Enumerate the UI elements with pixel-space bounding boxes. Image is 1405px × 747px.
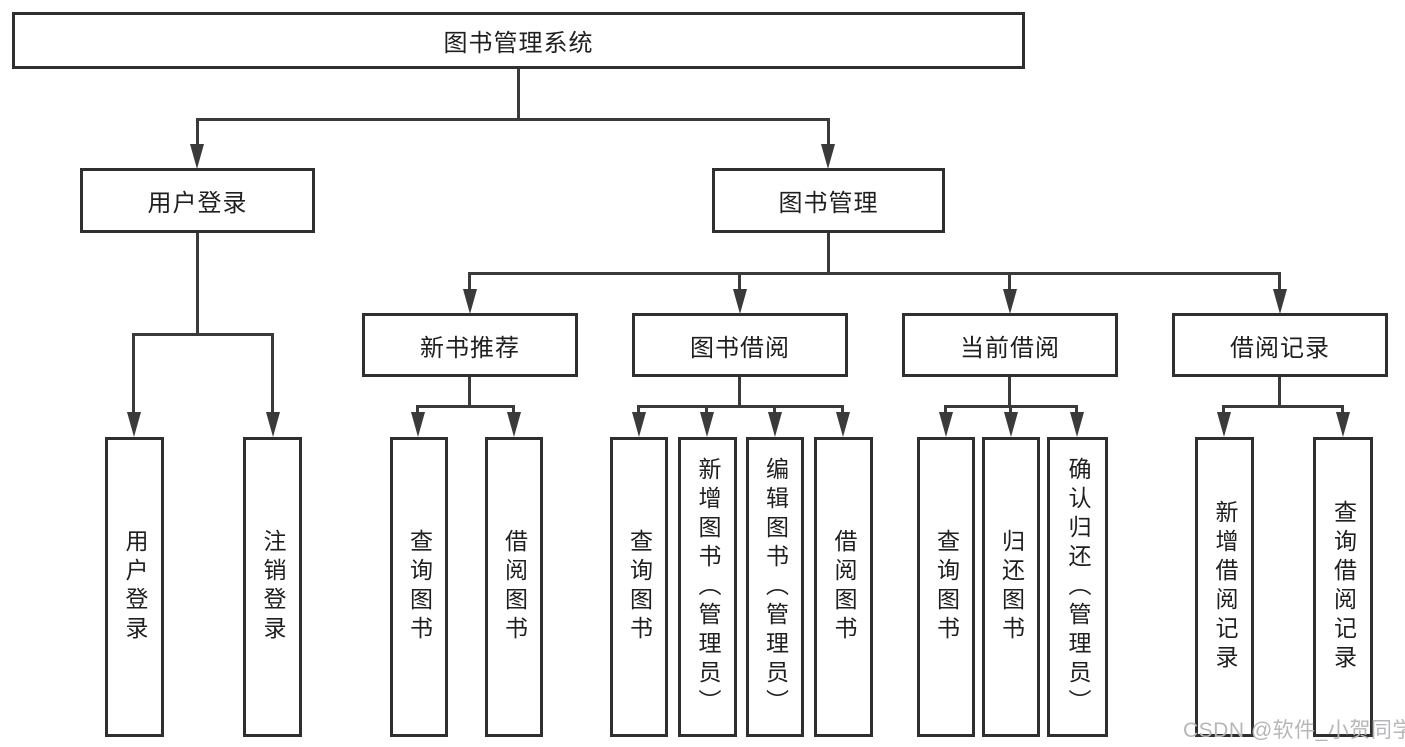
- node-cb-query-books-label: 查询图书: [933, 529, 960, 645]
- node-bb-query-books: 查询图书: [610, 437, 668, 737]
- connector-line: [1008, 377, 1011, 408]
- node-borrowing-records: 借阅记录: [1172, 313, 1388, 377]
- node-book-mgmt-label: 图书管理: [778, 190, 879, 217]
- connector-line: [132, 333, 135, 413]
- connector-line: [841, 405, 844, 414]
- node-new-books-label: 新书推荐: [420, 334, 520, 362]
- arrowhead-down-icon: [411, 412, 425, 437]
- arrowhead-down-icon: [700, 412, 714, 437]
- connector-line: [638, 405, 844, 408]
- node-user-login-label: 用户登录: [147, 190, 248, 217]
- arrowhead-down-icon: [632, 412, 646, 437]
- node-logout-label: 注销登录: [260, 529, 286, 645]
- connector-line: [827, 233, 830, 274]
- connector-line: [738, 377, 741, 408]
- arrowhead-down-icon: [1273, 289, 1287, 314]
- node-bb-edit-books: 编辑图书（管理员）: [746, 437, 804, 737]
- connector-line: [517, 69, 520, 118]
- node-br-add-record-label: 新增借阅记录: [1212, 500, 1238, 674]
- node-bb-edit-books-label: 编辑图书（管理员）: [762, 456, 789, 718]
- node-login-label: 用户登录: [122, 529, 148, 645]
- connector-line: [469, 272, 1281, 275]
- connector-line: [637, 405, 640, 414]
- arrowhead-down-icon: [1336, 412, 1350, 437]
- arrowhead-down-icon: [1004, 412, 1018, 437]
- connector-line: [1341, 405, 1344, 414]
- node-user-login: 用户登录: [80, 168, 315, 233]
- connector-line: [1222, 405, 1225, 414]
- arrowhead-down-icon: [127, 412, 141, 437]
- arrowhead-down-icon: [768, 412, 782, 437]
- connector-line: [468, 377, 471, 408]
- node-cb-confirm-return-label: 确认归还（管理员）: [1065, 456, 1091, 718]
- connector-line: [271, 333, 274, 413]
- node-logout: 注销登录: [243, 437, 302, 737]
- arrowhead-down-icon: [463, 289, 477, 314]
- connector-line: [512, 405, 515, 414]
- node-login: 用户登录: [105, 437, 164, 737]
- node-cb-return-books: 归还图书: [982, 437, 1040, 737]
- node-bb-query-books-label: 查询图书: [626, 529, 653, 645]
- node-nb-query-books-label: 查询图书: [406, 529, 433, 645]
- node-nb-query-books: 查询图书: [390, 437, 448, 737]
- connector-line: [1009, 405, 1012, 414]
- node-current-borrowing: 当前借阅: [902, 313, 1118, 377]
- connector-line: [468, 272, 471, 292]
- connector-line: [133, 333, 274, 336]
- node-bb-borrow-books-label: 借阅图书: [831, 529, 857, 645]
- node-borrowing-records-label: 借阅记录: [1230, 334, 1330, 362]
- connector-line: [705, 405, 708, 414]
- node-bb-add-books: 新增图书（管理员）: [678, 437, 737, 737]
- connector-line: [1278, 377, 1281, 408]
- node-root: 图书管理系统: [12, 12, 1025, 69]
- node-br-query-record: 查询借阅记录: [1313, 437, 1373, 737]
- arrowhead-down-icon: [1003, 289, 1017, 314]
- connector-line: [1278, 272, 1281, 292]
- arrowhead-down-icon: [821, 144, 835, 169]
- connector-line: [196, 233, 199, 335]
- node-current-borrowing-label: 当前借阅: [960, 334, 1060, 362]
- node-br-add-record: 新增借阅记录: [1195, 437, 1254, 737]
- connector-line: [1075, 405, 1078, 414]
- connector-line: [196, 118, 199, 146]
- node-new-books: 新书推荐: [362, 313, 578, 377]
- arrowhead-down-icon: [836, 412, 850, 437]
- connector-line: [196, 118, 830, 121]
- node-cb-return-books-label: 归还图书: [998, 529, 1025, 645]
- node-bb-borrow-books: 借阅图书: [814, 437, 873, 737]
- arrowhead-down-icon: [1217, 412, 1231, 437]
- connector-line: [773, 405, 776, 414]
- node-book-mgmt: 图书管理: [712, 168, 945, 233]
- connector-line: [417, 405, 515, 408]
- arrowhead-down-icon: [733, 289, 747, 314]
- connector-line: [738, 272, 741, 292]
- connector-line: [827, 118, 830, 146]
- connector-line: [1008, 272, 1011, 292]
- node-book-borrowing-label: 图书借阅: [690, 334, 790, 362]
- arrowhead-down-icon: [507, 412, 521, 437]
- node-bb-add-books-label: 新增图书（管理员）: [695, 456, 721, 718]
- node-nb-borrow-books: 借阅图书: [485, 437, 543, 737]
- csdn-watermark: CSDN @软件_小贺同学: [1183, 719, 1405, 742]
- node-br-query-record-label: 查询借阅记录: [1330, 500, 1357, 674]
- connector-line: [944, 405, 947, 414]
- node-cb-confirm-return: 确认归还（管理员）: [1047, 437, 1108, 737]
- arrowhead-down-icon: [266, 412, 280, 437]
- arrowhead-down-icon: [939, 412, 953, 437]
- arrowhead-down-icon: [1070, 412, 1084, 437]
- node-nb-borrow-books-label: 借阅图书: [501, 529, 528, 645]
- connector-line: [1223, 405, 1344, 408]
- connector-line: [416, 405, 419, 414]
- node-root-label: 图书管理系统: [443, 30, 594, 57]
- node-cb-query-books: 查询图书: [917, 437, 975, 737]
- node-book-borrowing: 图书借阅: [632, 313, 848, 377]
- arrowhead-down-icon: [190, 144, 204, 169]
